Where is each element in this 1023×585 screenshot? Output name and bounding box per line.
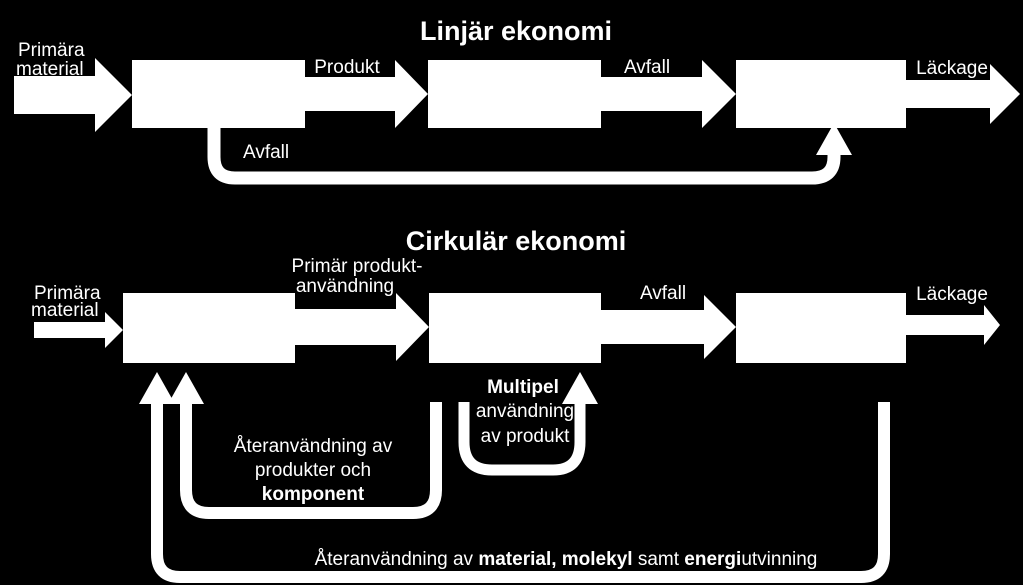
component-reuse-loop: [168, 372, 442, 519]
linear-input-label-1: Primära: [18, 40, 85, 61]
material-reuse-label-part2: material, molekyl: [478, 549, 632, 570]
linear-input-arrow: [14, 58, 132, 132]
linear-box-production: [132, 60, 305, 128]
linear-flow-label-waste: Avfall: [624, 57, 670, 78]
component-reuse-label-3: komponent: [262, 484, 365, 505]
linear-loop-label: Avfall: [243, 142, 289, 163]
circular-flow-label-1: Primär produkt-: [292, 256, 423, 277]
circular-box-production: [123, 293, 295, 363]
material-reuse-label: Återanvändning av material, molekyl samt…: [315, 549, 818, 570]
circular-input-label-1: Primära: [34, 283, 101, 304]
circular-flow-arrow-primary-use: [295, 293, 429, 361]
multiple-use-label-3: av produkt: [481, 426, 570, 447]
component-reuse-label-1: Återanvändning av: [234, 436, 393, 457]
circular-input-arrow: [34, 312, 123, 348]
material-reuse-label-part5: utvinning: [741, 549, 817, 570]
multiple-use-label-1: Multipel: [487, 377, 559, 398]
linear-flow-arrow-waste: [601, 60, 736, 128]
circular-flow-arrow-waste: [601, 295, 736, 359]
linear-title: Linjär ekonomi: [420, 16, 612, 46]
circular-flow-label-waste: Avfall: [640, 283, 686, 304]
linear-input-label-2: material: [16, 59, 84, 80]
multiple-use-loop: [458, 372, 598, 476]
linear-box-use: [428, 60, 601, 128]
circular-title: Cirkulär ekonomi: [406, 226, 627, 256]
component-reuse-label-2: produkter och: [255, 460, 371, 481]
linear-output-arrow: [906, 64, 1020, 124]
circular-box-use: [429, 293, 601, 363]
linear-box-collection: [736, 60, 906, 128]
circular-box-collection: [736, 293, 906, 363]
circular-input-label-2: material: [31, 300, 99, 321]
material-reuse-loop: [139, 372, 890, 583]
linear-output-label: Läckage: [916, 58, 988, 79]
multiple-use-label-2: användning: [476, 401, 574, 422]
circular-output-arrow: [906, 305, 1000, 345]
circular-output-label: Läckage: [916, 284, 988, 305]
material-reuse-label-part4: energi: [684, 549, 741, 570]
linear-flow-label-product: Produkt: [314, 57, 380, 78]
linear-flow-arrow-product: [305, 60, 428, 128]
linear-waste-loop: [207, 123, 852, 185]
material-reuse-label-part3: samt: [633, 549, 685, 570]
material-reuse-label-part1: Återanvändning av: [315, 549, 479, 570]
circular-flow-label-2: användning: [296, 276, 394, 297]
